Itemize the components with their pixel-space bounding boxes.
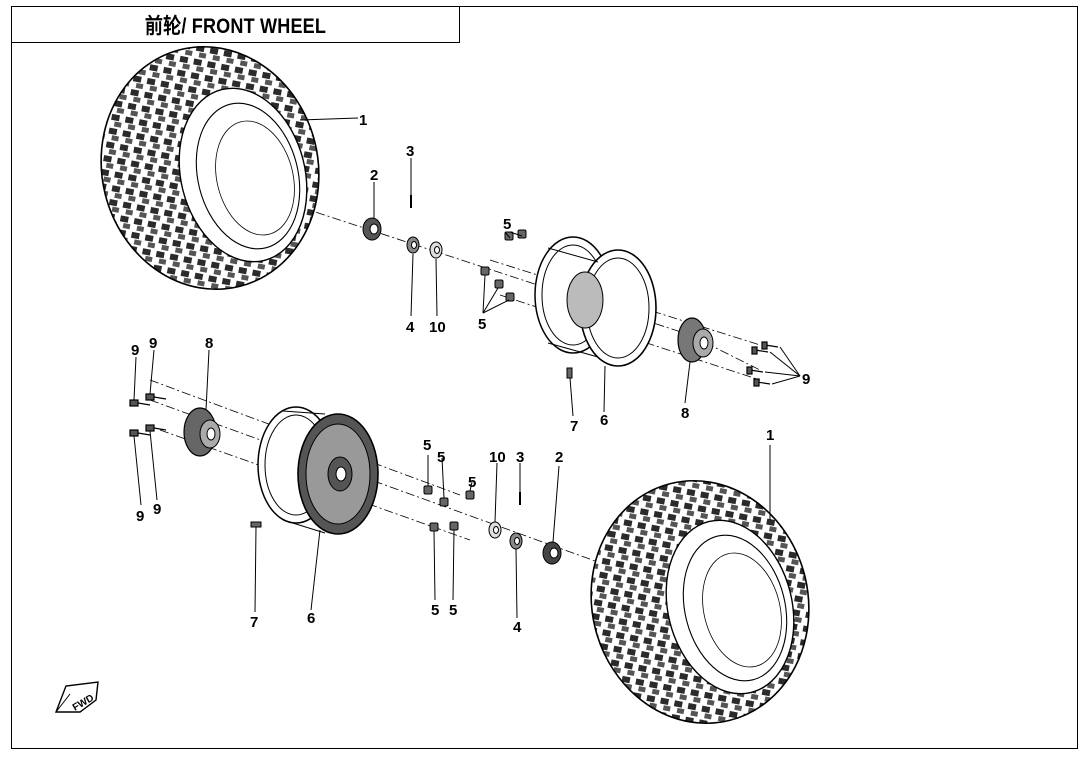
cone-washer-top (406, 236, 420, 254)
callout-bot-bolt-c: 9 (136, 508, 144, 525)
callout-bot-cone-washer: 4 (513, 619, 522, 636)
wheel-bolts-bottom (129, 393, 167, 437)
nut-bottom (542, 541, 562, 565)
callout-bot-valve: 7 (250, 614, 258, 631)
callout-bot-bolt-d: 9 (153, 501, 161, 518)
rim-bottom (257, 406, 379, 535)
callout-bot-lug-c: 5 (468, 474, 476, 491)
callout-bot-hub: 8 (205, 335, 213, 352)
callout-top-valve: 7 (570, 418, 578, 435)
callout-bot-flat-washer: 10 (489, 449, 506, 466)
callout-top-bolts: 9 (802, 371, 810, 388)
callout-bot-lug-b: 5 (437, 449, 445, 466)
callout-top-tire: 1 (359, 112, 367, 129)
valve-stem-top (566, 367, 573, 379)
callout-bot-tire: 1 (766, 427, 774, 444)
lug-nuts-top (480, 229, 527, 302)
nut-top (362, 217, 382, 241)
lug-nuts-bottom (423, 485, 475, 532)
fwd-arrow-icon: FWD (54, 681, 99, 714)
flat-washer-top (429, 241, 443, 259)
cone-washer-bottom (509, 532, 523, 550)
page-title: 前轮/ FRONT WHEEL (144, 14, 327, 38)
callout-top-pin: 3 (406, 143, 414, 160)
callout-bot-rim: 6 (307, 610, 315, 627)
callout-bot-bolt-b: 9 (149, 335, 157, 352)
callout-top-lugs-lower: 5 (478, 316, 486, 333)
valve-stem-bottom (250, 521, 262, 528)
drawing-frame (11, 6, 1078, 749)
tire-bottom (590, 479, 810, 725)
callout-top-hub: 8 (681, 405, 689, 422)
callout-top-nut: 2 (370, 167, 378, 184)
callout-bot-pin: 3 (516, 449, 524, 466)
callout-bot-nut: 2 (555, 449, 563, 466)
tire-top (100, 45, 320, 291)
callout-labels: 1 2 3 4 10 5 5 7 6 8 9 9 9 8 9 9 5 5 5 1… (131, 112, 810, 636)
title-box: 前轮/ FRONT WHEEL (11, 6, 460, 43)
flat-washer-bottom (488, 521, 502, 539)
callout-bot-lug-d: 5 (431, 602, 439, 619)
hub-bottom (183, 407, 221, 457)
rim-top (534, 236, 657, 367)
callout-top-flat-washer: 10 (429, 319, 446, 336)
callout-top-lugs-upper: 5 (503, 216, 511, 233)
callout-bot-bolt-a: 9 (131, 342, 139, 359)
callout-top-cone-washer: 4 (406, 319, 415, 336)
leader-lines (133, 117, 801, 619)
callout-bot-lug-a: 5 (423, 437, 431, 454)
callout-top-rim: 6 (600, 412, 608, 429)
wheel-bolts-top (746, 341, 779, 387)
hub-top (677, 317, 714, 363)
callout-bot-lug-e: 5 (449, 602, 457, 619)
